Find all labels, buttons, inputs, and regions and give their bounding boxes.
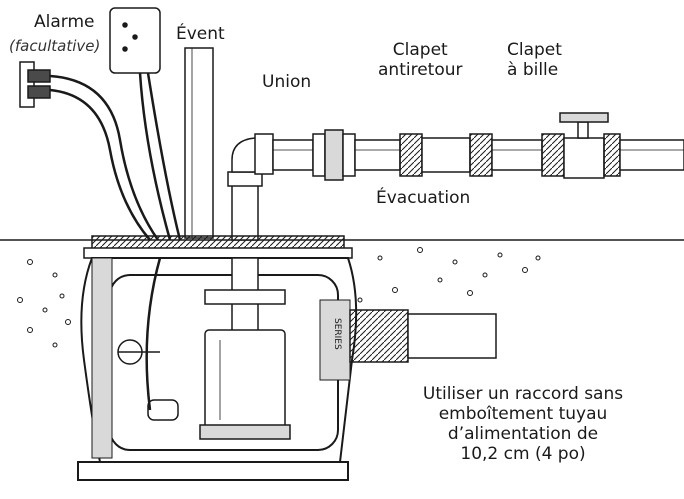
- check-valve-label-line1: Clapet: [392, 40, 448, 60]
- alarm-label: Alarme: [34, 12, 95, 32]
- ball-valve-label-line1: Clapet: [507, 40, 562, 60]
- discharge-label: Évacuation: [376, 188, 471, 208]
- basin-series-text: SERIES: [332, 318, 342, 350]
- ball-valve-label: Clapet à bille: [507, 40, 562, 80]
- inlet-note-line: emboîtement tuyau: [438, 404, 608, 424]
- ball-valve-icon: [541, 112, 621, 179]
- union-fitting-icon: [312, 129, 356, 181]
- inlet-note-line: d’alimentation de: [447, 424, 599, 444]
- wall-outlet-plug-icon: [19, 61, 51, 108]
- power-cords: [49, 72, 182, 411]
- vent-pipe-icon: [184, 47, 214, 239]
- pump-icon: [199, 257, 291, 440]
- discharge-pipe: [227, 112, 684, 241]
- basin-lid: [83, 235, 353, 259]
- ball-valve-label-line2: à bille: [507, 60, 559, 80]
- vent-label: Évent: [176, 24, 225, 44]
- inlet-note: Utiliser un raccord sans emboîtement tuy…: [398, 384, 648, 464]
- union-label: Union: [262, 72, 312, 92]
- inlet-pipe-icon: [349, 309, 497, 363]
- inlet-note-line: Utiliser un raccord sans: [422, 384, 624, 404]
- check-valve-icon: [399, 133, 493, 177]
- float-switch-icon: [117, 339, 179, 421]
- check-valve-label: Clapet antiretour: [378, 40, 463, 80]
- inlet-note-line: 10,2 cm (4 po): [460, 444, 586, 464]
- check-valve-label-line2: antiretour: [378, 60, 463, 80]
- alarm-box-icon: [109, 7, 161, 74]
- alarm-optional-label: (facultative): [9, 37, 101, 55]
